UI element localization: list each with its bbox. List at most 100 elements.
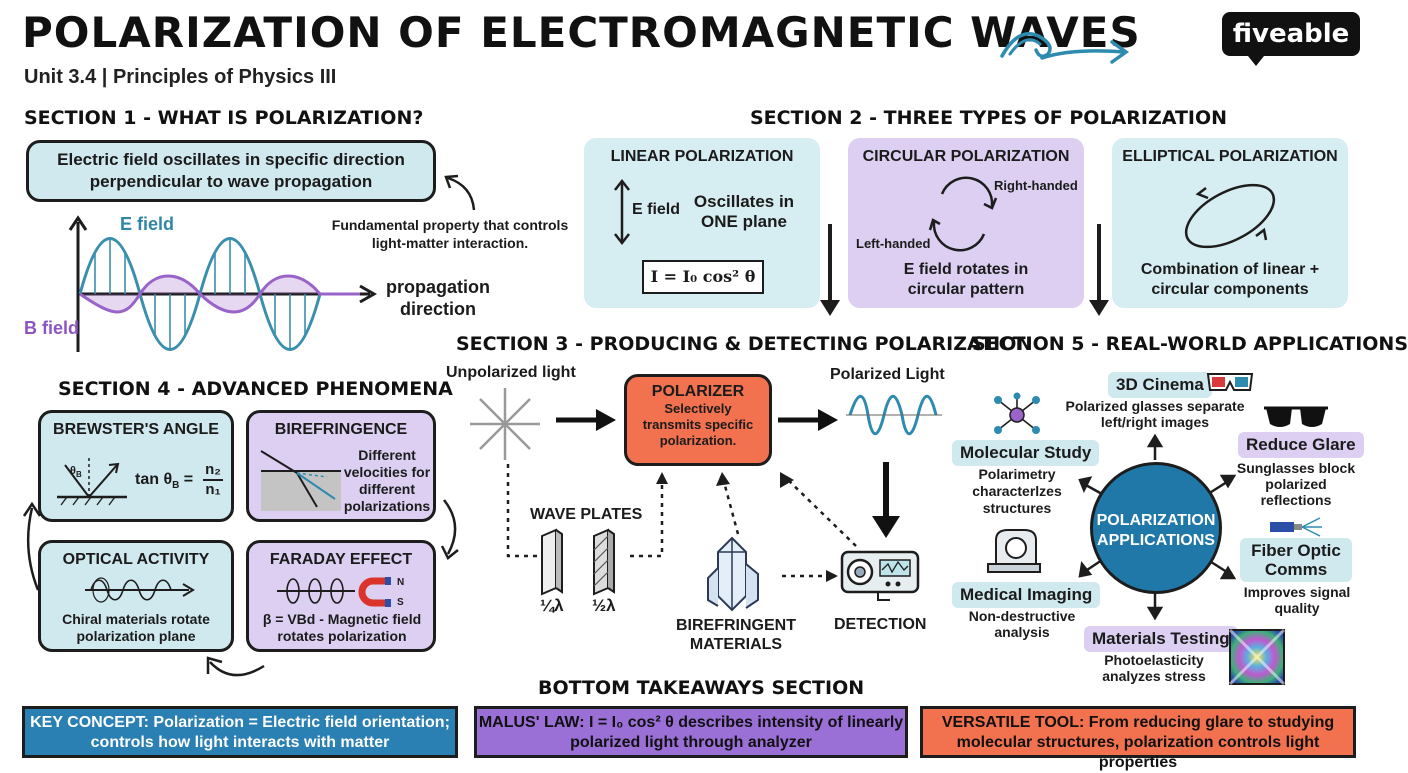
wave-arrow-icon bbox=[1000, 32, 1130, 64]
left-handed-label: Left-handed bbox=[856, 236, 931, 251]
cinema-title[interactable]: 3D Cinema bbox=[1108, 372, 1212, 398]
fiber-title[interactable]: Fiber Optic Comms bbox=[1240, 538, 1352, 582]
section1-note: Fundamental property that controls light… bbox=[331, 217, 569, 251]
circular-polarization-card: CIRCULAR POLARIZATION Right-handed Left-… bbox=[848, 138, 1084, 308]
molecule-icon bbox=[994, 392, 1040, 434]
optical-helix-icon bbox=[85, 577, 195, 603]
subtitle: Unit 3.4 | Principles of Physics III bbox=[24, 66, 337, 88]
e-field-label: E field bbox=[120, 214, 175, 234]
propagation-label: propagation direction bbox=[386, 277, 490, 319]
polarizer-box: POLARIZER Selectively transmits specific… bbox=[624, 374, 772, 466]
wave-plates-label: WAVE PLATES bbox=[530, 506, 643, 523]
linear-polarization-card: LINEAR POLARIZATION E field Oscillates i… bbox=[584, 138, 820, 308]
curved-arrow-icon bbox=[444, 174, 476, 211]
detector-icon bbox=[840, 550, 920, 601]
brewster-denominator: n₁ bbox=[203, 479, 223, 499]
page-title: POLARIZATION OF ELECTROMAGNETIC WAVES bbox=[22, 8, 1141, 57]
materials-text: Photoelasticity analyzes stress bbox=[1102, 652, 1206, 684]
half-wave-label: ½λ bbox=[592, 596, 616, 615]
birefringence-title: BIREFRINGENCE bbox=[274, 421, 408, 438]
linear-formula: I = I₀ cos² θ bbox=[642, 260, 764, 294]
brewster-formula: tan θB = bbox=[135, 471, 194, 492]
logo-text: fiveable bbox=[1232, 19, 1350, 49]
linear-text: Oscillates in ONE plane bbox=[693, 192, 795, 231]
fiber-optic-icon bbox=[1270, 517, 1322, 537]
mri-scanner-icon bbox=[987, 529, 1041, 573]
malus-law-box: MALUS' LAW: I = I₀ cos² θ describes inte… bbox=[474, 706, 908, 758]
versatile-tool-box: VERSATILE TOOL: From reducing glare to s… bbox=[920, 706, 1356, 771]
arrow-from-polarizer bbox=[778, 409, 838, 431]
optical-title: OPTICAL ACTIVITY bbox=[62, 551, 210, 568]
faraday-card: FARADAY EFFECT N S β = VBd - Magnetic fi… bbox=[246, 540, 436, 652]
polarizer-title: POLARIZER bbox=[651, 383, 745, 400]
quarter-wave-label: ¼λ bbox=[540, 596, 564, 615]
circular-arrows-icon bbox=[928, 176, 998, 252]
glare-title[interactable]: Reduce Glare bbox=[1238, 432, 1364, 458]
sunglasses-icon bbox=[1264, 406, 1328, 427]
dotted-connectors bbox=[506, 464, 857, 582]
circular-title: CIRCULAR POLARIZATION bbox=[862, 148, 1070, 165]
elliptical-polarization-card: ELLIPTICAL POLARIZATION Combination of l… bbox=[1112, 138, 1348, 308]
elliptical-text: Combination of linear + circular compone… bbox=[1140, 261, 1320, 298]
crystal-icon bbox=[707, 536, 759, 612]
arrow-to-polarizer bbox=[556, 409, 616, 431]
polarizer-text: Selectively transmits specific polarizat… bbox=[642, 401, 754, 448]
optical-activity-card: OPTICAL ACTIVITY Chiral materials rotate… bbox=[38, 540, 234, 652]
section5-heading: SECTION 5 - REAL-WORLD APPLICATIONS bbox=[972, 333, 1408, 355]
double-arrow-icon bbox=[614, 178, 630, 246]
fiber-text: Improves signal quality bbox=[1243, 584, 1351, 616]
logo-tail bbox=[1248, 56, 1264, 66]
glare-text: Sunglasses block polarized reflections bbox=[1236, 460, 1356, 508]
arrow-to-detection bbox=[872, 462, 900, 538]
medical-title[interactable]: Medical Imaging bbox=[952, 582, 1101, 608]
polarized-label: Polarized Light bbox=[830, 366, 945, 383]
polarized-wave-icon bbox=[846, 394, 942, 436]
section1-definition: Electric field oscillates in specific di… bbox=[57, 150, 405, 191]
molecular-title[interactable]: Molecular Study bbox=[952, 440, 1100, 466]
faraday-diagram bbox=[277, 577, 391, 607]
brewster-fraction: n₂ n₁ bbox=[203, 461, 223, 499]
section4-heading: SECTION 4 - ADVANCED PHENOMENA bbox=[58, 378, 453, 400]
applications-hub: POLARIZATION APPLICATIONS bbox=[1090, 462, 1222, 594]
materials-title[interactable]: Materials Testing bbox=[1084, 626, 1238, 652]
down-arrow-2 bbox=[1089, 224, 1109, 316]
cinema-text: Polarized glasses separate left/right im… bbox=[1065, 398, 1245, 430]
brewster-title: BREWSTER'S ANGLE bbox=[53, 421, 219, 438]
section1-heading: SECTION 1 - WHAT IS POLARIZATION? bbox=[24, 107, 424, 129]
section4-cycle-arrows bbox=[22, 499, 459, 677]
section1-definition-box: Electric field oscillates in specific di… bbox=[26, 140, 436, 202]
magnet-north: N bbox=[397, 577, 405, 588]
brewster-numerator: n₂ bbox=[205, 461, 221, 478]
circular-text: E field rotates in circular pattern bbox=[903, 261, 1029, 298]
birefringence-text: Different velocities for different polar… bbox=[343, 447, 431, 514]
unpolarized-light-icon bbox=[470, 388, 540, 460]
linear-e-label: E field bbox=[632, 201, 681, 218]
section2-heading: SECTION 2 - THREE TYPES OF POLARIZATION bbox=[750, 107, 1228, 129]
ellipse-arrow-icon bbox=[1184, 183, 1276, 249]
medical-text: Non-destructive analysis bbox=[968, 608, 1076, 640]
linear-title: LINEAR POLARIZATION bbox=[610, 148, 794, 165]
3d-glasses-icon bbox=[1206, 373, 1254, 391]
brewster-angle-label: θB bbox=[70, 465, 82, 480]
molecular-text: Polarimetry characterlzes structures bbox=[972, 466, 1062, 516]
hub-label: POLARIZATION APPLICATIONS bbox=[1096, 512, 1216, 549]
fiveable-logo[interactable]: fiveable bbox=[1222, 12, 1360, 66]
right-handed-label: Right-handed bbox=[994, 178, 1078, 193]
elliptical-title: ELLIPTICAL POLARIZATION bbox=[1122, 148, 1338, 165]
unpolarized-label: Unpolarized light bbox=[446, 364, 576, 381]
brewster-card: BREWSTER'S ANGLE θB tan θB = n₂ n₁ bbox=[38, 410, 234, 522]
birefringent-label: BIREFRINGENT MATERIALS bbox=[676, 617, 796, 653]
faraday-title: FARADAY EFFECT bbox=[269, 551, 413, 568]
birefringence-card: BIREFRINGENCE Different velocities for d… bbox=[246, 410, 436, 522]
faraday-text: β = VBd - Magnetic field rotates polariz… bbox=[262, 611, 422, 644]
b-field-label: B field bbox=[24, 318, 80, 338]
detection-label: DETECTION bbox=[834, 616, 927, 633]
wave-plates-icon bbox=[541, 528, 615, 596]
takeaways-heading: BOTTOM TAKEAWAYS SECTION bbox=[538, 677, 865, 699]
key-concept-box: KEY CONCEPT: Polarization = Electric fie… bbox=[22, 706, 458, 758]
key-concept-text: KEY CONCEPT: Polarization = Electric fie… bbox=[30, 714, 450, 751]
section3-heading: SECTION 3 - PRODUCING & DETECTING POLARI… bbox=[456, 333, 1033, 355]
birefringence-diagram bbox=[260, 450, 341, 511]
malus-law-text: MALUS' LAW: I = I₀ cos² θ describes inte… bbox=[478, 714, 904, 751]
photoelasticity-icon bbox=[1228, 628, 1286, 686]
